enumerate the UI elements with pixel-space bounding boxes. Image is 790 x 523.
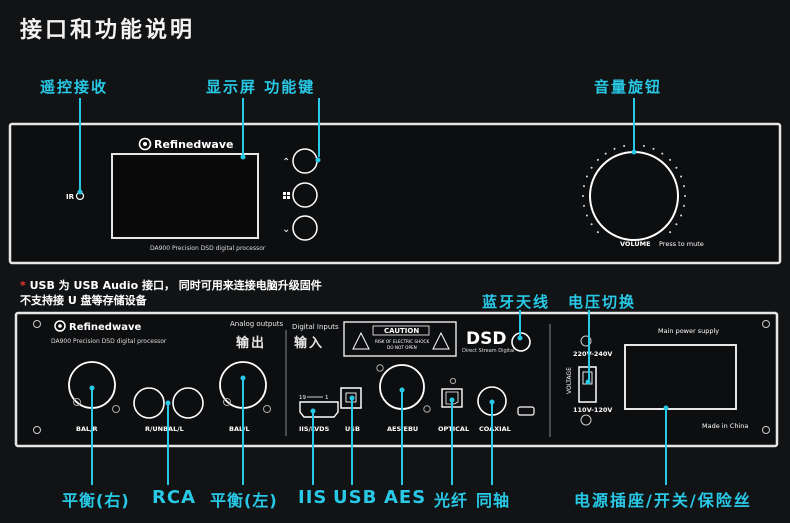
- rear-logo-icon: [54, 320, 66, 332]
- bottom-label-iis: IIS: [298, 487, 328, 508]
- volume-scale-dot: [596, 231, 599, 234]
- refinedwave-logo-icon: [138, 137, 152, 151]
- volume-scale-dot: [590, 166, 593, 169]
- warning-icon: [432, 331, 450, 350]
- grid-icon: [283, 192, 290, 199]
- screws: [33, 320, 770, 434]
- caution-line2: DO NOT OPEN: [387, 345, 417, 350]
- label-bal-r: BAL/R: [76, 425, 98, 433]
- volume-scale-dot: [604, 152, 607, 155]
- front-model-caption: DA900 Precision DSD digital processor: [150, 245, 266, 252]
- voltage-vertical-label: VOLTAGE: [566, 367, 573, 394]
- bottom-label-optical: 光纤: [434, 491, 469, 510]
- front-brand: Refinedwave: [154, 138, 233, 151]
- analog-outputs-label: Analog outputs: [230, 320, 284, 328]
- digital-cn-label: 输入: [294, 336, 325, 351]
- usb-note-line2: 不支持接 U 盘等存储设备: [20, 294, 147, 307]
- ir-label: IR: [66, 193, 75, 201]
- caution-title: CAUTION: [384, 327, 419, 335]
- volume-label: VOLUME: [620, 240, 651, 248]
- volume-scale-dot: [642, 145, 645, 147]
- front-display: [111, 153, 259, 239]
- power-inlet[interactable]: [624, 344, 737, 410]
- volume-scale-dot: [661, 152, 664, 155]
- key-up-button[interactable]: ⌃: [282, 148, 318, 174]
- v220-label: 220V-240V: [573, 350, 612, 358]
- label-optical: OPTICAL: [438, 425, 469, 433]
- volume-scale-dot: [652, 147, 655, 150]
- voltage-screws: [580, 335, 592, 426]
- volume-scale-dot: [683, 204, 685, 207]
- volume-scale-dot: [583, 185, 585, 188]
- label-coaxial: COAXIAL: [479, 425, 511, 433]
- volume-scale-dot: [596, 158, 599, 161]
- callout-ir: 遥控接收: [40, 78, 109, 96]
- bottom-label-bal-l: 平衡(左): [210, 491, 278, 510]
- label-bal-l: BAL/L: [229, 425, 250, 433]
- caution-line1: RISK OF ELECTRIC SHOCK: [375, 339, 429, 344]
- callout-display-keys: 显示屏 功能键: [206, 78, 316, 96]
- volume-scale-dot: [585, 214, 588, 217]
- digital-inputs-label: Digital Inputs: [292, 323, 339, 331]
- rear-leaders: [89, 310, 669, 485]
- bottom-label-bal-r: 平衡(右): [62, 491, 130, 510]
- bottom-label-aes: AES: [384, 487, 427, 508]
- note-marker: *: [20, 279, 26, 292]
- made-in-label: Made in China: [702, 422, 748, 430]
- page-title: 接口和功能说明: [20, 18, 196, 43]
- volume-scale-dot: [675, 223, 678, 226]
- bottom-label-rca: RCA: [152, 487, 197, 508]
- rca-right-jack[interactable]: [133, 387, 165, 419]
- voltage-switch[interactable]: [578, 366, 597, 403]
- volume-scale-dot: [623, 145, 626, 147]
- label-iis: IIS/LVDS: [299, 425, 330, 433]
- volume-scale-dot: [680, 214, 683, 217]
- volume-scale-dot: [590, 223, 593, 226]
- analog-cn-label: 输出: [236, 336, 267, 351]
- bottom-label-coaxial: 同轴: [476, 491, 511, 510]
- usb-note-line1: * USB 为 USB Audio 接口， 同时可用来连接电脑升级固件: [20, 277, 322, 293]
- caution-sticker: [343, 321, 457, 357]
- volume-scale-dot: [683, 185, 685, 188]
- chevron-down-icon: ⌄: [282, 224, 290, 235]
- note-line1-text: USB 为 USB Audio 接口， 同时可用来连接电脑升级固件: [29, 279, 322, 292]
- rca-left-jack[interactable]: [172, 387, 204, 419]
- volume-scale-dot: [583, 204, 585, 207]
- volume-scale-dot: [585, 175, 588, 178]
- key-down-button[interactable]: ⌄: [282, 215, 318, 241]
- volume-scale-dot: [582, 195, 584, 197]
- iis-pin-first: 19: [299, 395, 306, 401]
- volume-scale-dot: [613, 147, 616, 150]
- iis-hdmi-port[interactable]: [299, 401, 339, 418]
- rear-brand: Refinedwave: [69, 322, 141, 333]
- dsd-subtitle: Direct Stream Digital: [462, 348, 514, 354]
- volume-scale-dot: [684, 195, 686, 197]
- rear-model-caption: DA900 Precision DSD digital processor: [51, 338, 167, 345]
- main-power-label: Main power supply: [658, 327, 719, 335]
- volume-knob[interactable]: [589, 151, 679, 241]
- micro-usb-port[interactable]: [517, 406, 535, 416]
- shock-warning-icon: [352, 331, 370, 350]
- volume-scale-dot: [669, 231, 672, 234]
- volume-scale-dot: [675, 166, 678, 169]
- iis-pin-last: 1: [325, 395, 329, 401]
- dsd-logo: DSD: [466, 329, 506, 349]
- callout-volume: 音量旋钮: [594, 78, 663, 96]
- mute-label: Press to mute: [659, 240, 704, 248]
- chevron-up-icon: ⌃: [282, 157, 290, 168]
- callout-bluetooth: 蓝牙天线: [482, 293, 551, 311]
- label-rca: R/UNBAL/L: [145, 425, 184, 433]
- callout-voltage: 电压切换: [568, 293, 637, 311]
- volume-scale-dot: [669, 158, 672, 161]
- key-menu-button[interactable]: [283, 182, 318, 208]
- volume-scale-dot: [680, 175, 683, 178]
- front-leaders: [77, 98, 637, 195]
- bottom-label-usb: USB: [333, 487, 378, 508]
- v110-label: 110V-120V: [573, 406, 612, 414]
- bottom-label-power: 电源插座/开关/保险丝: [574, 491, 752, 510]
